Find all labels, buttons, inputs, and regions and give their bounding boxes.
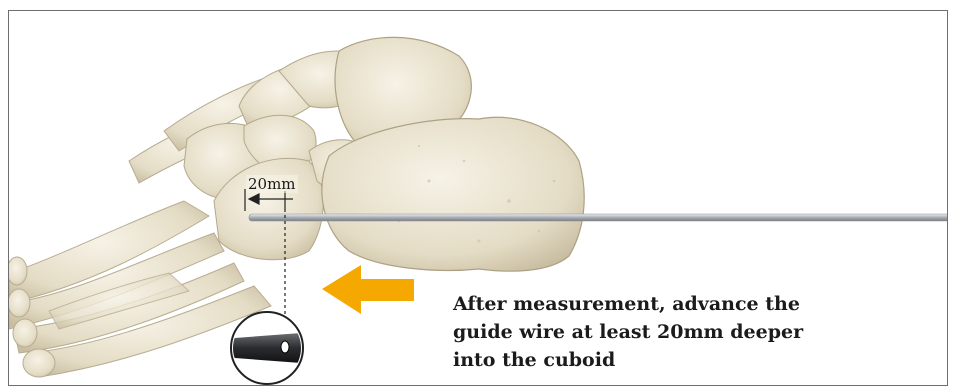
caption-line: into the cuboid bbox=[453, 346, 913, 374]
calcaneus-bone bbox=[322, 117, 584, 271]
caption-line: guide wire at least 20mm deeper bbox=[453, 318, 913, 346]
caption-line: After measurement, advance the bbox=[453, 290, 913, 318]
instruction-caption: After measurement, advance the guide wir… bbox=[453, 290, 913, 374]
measurement-label: 20mm bbox=[246, 175, 298, 193]
figure-frame: 20mm After measurement, advance the guid… bbox=[8, 10, 948, 386]
direction-arrow-left bbox=[322, 265, 414, 314]
guide-wire-tip-inset bbox=[231, 312, 310, 384]
guide-wire bbox=[249, 214, 948, 221]
